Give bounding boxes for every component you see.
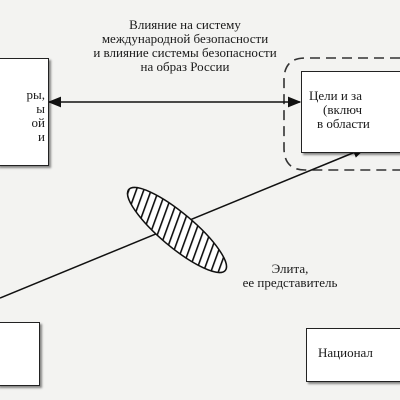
right-top-box [301,71,400,153]
bottom-left-box [0,322,40,386]
dashed-boundary [283,57,400,171]
arrow-label-line-2: международной безопасности [101,31,269,46]
elite-label-line-1: Элита, [271,261,309,276]
right-box-text: Цели и за (включ в области [309,89,400,131]
left-box-line-1: ры, [26,87,45,102]
elite-ellipse [126,186,228,274]
arrow-label-line-1: Влияние на систему [129,17,241,32]
left-box-text: ры, ы ой и [0,88,45,144]
right-box-line-1: Цели и за [309,89,362,103]
right-box-line-2: (включ [323,102,363,117]
bottom-right-box [306,328,400,382]
arrow-label: Влияние на систему международной безопас… [30,18,340,74]
arrow-label-line-3: и влияние системы безопасности [93,45,277,60]
left-box-line-2: ы [36,101,45,116]
right-box-line-3: в области [317,116,370,131]
left-box-line-3: ой [31,115,45,130]
elite-label: Элита, ее представитель [232,262,348,290]
bottom-right-box-label: Национал [318,346,373,360]
arrow-label-line-4: на образ России [140,59,230,74]
elite-label-line-2: ее представитель [242,275,338,290]
left-top-box [0,58,49,166]
left-box-line-4: и [38,129,45,144]
